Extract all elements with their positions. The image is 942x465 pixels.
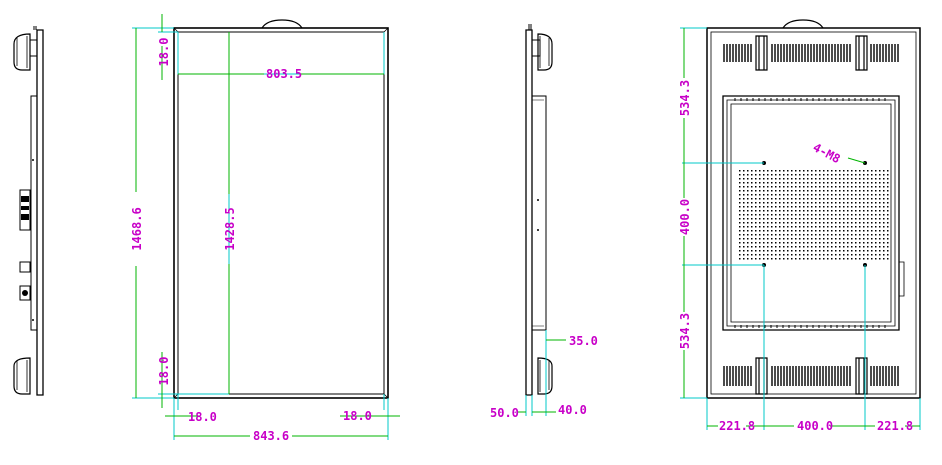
- front-top-border-label: 18.0: [157, 38, 171, 67]
- front-left-border-label: 18.0: [188, 410, 217, 424]
- left-side-profile-view: [13, 26, 44, 396]
- back-vesa-horizontal-label: 400.0: [797, 419, 833, 433]
- side-body-depth-label: 40.0: [558, 403, 587, 417]
- panel-edge-notches: [734, 98, 886, 328]
- front-overall-height-label: 1468.6: [130, 207, 144, 250]
- bottom-vent-grille: [723, 366, 899, 386]
- back-top-offset-label: 534.3: [678, 80, 692, 116]
- front-inner-width-label: 803.5: [266, 67, 302, 81]
- back-hole-spec-label: 4-M8: [811, 140, 843, 166]
- top-vent-grille: [723, 44, 899, 62]
- back-left-offset-label: 221.8: [719, 419, 755, 433]
- front-overall-width-label: 843.6: [253, 429, 289, 443]
- back-right-offset-label: 221.8: [877, 419, 913, 433]
- front-bottom-border-label: 18.0: [157, 357, 171, 386]
- front-right-border-label: 18.0: [343, 409, 372, 423]
- back-view: [680, 19, 921, 430]
- perforated-vent-area: [739, 170, 889, 260]
- front-inner-height-label: 1428.5: [223, 207, 237, 250]
- back-vesa-vertical-label: 400.0: [678, 199, 692, 235]
- front-view: [132, 14, 400, 440]
- side-bracket-depth-label: 35.0: [569, 334, 598, 348]
- middle-side-profile-view: [518, 24, 566, 416]
- back-bottom-offset-label: 534.3: [678, 313, 692, 349]
- side-total-depth-label: 50.0: [490, 406, 519, 420]
